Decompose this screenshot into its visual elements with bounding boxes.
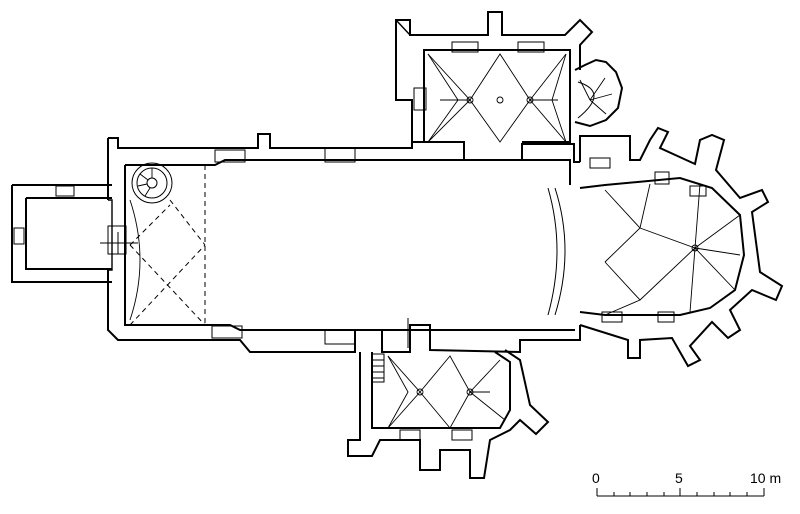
scale-label-5: 5 <box>675 470 683 486</box>
chancel-vault <box>604 183 741 316</box>
north-chapel-vault <box>427 53 567 143</box>
south-chapel-vault <box>387 355 506 429</box>
north-chapel <box>395 11 594 143</box>
triumphal-arch <box>547 187 566 316</box>
tower-bay <box>129 162 206 326</box>
scale-label-10m: 10 m <box>750 470 781 486</box>
nave-walls <box>100 133 581 354</box>
scale-label-0: 0 <box>592 470 600 486</box>
south-stair <box>371 353 385 383</box>
scale-bar: 0 5 10 m <box>592 470 781 497</box>
chancel <box>579 126 784 368</box>
south-chapel <box>347 349 550 479</box>
north-apse <box>574 58 624 128</box>
west-porch <box>11 184 112 283</box>
